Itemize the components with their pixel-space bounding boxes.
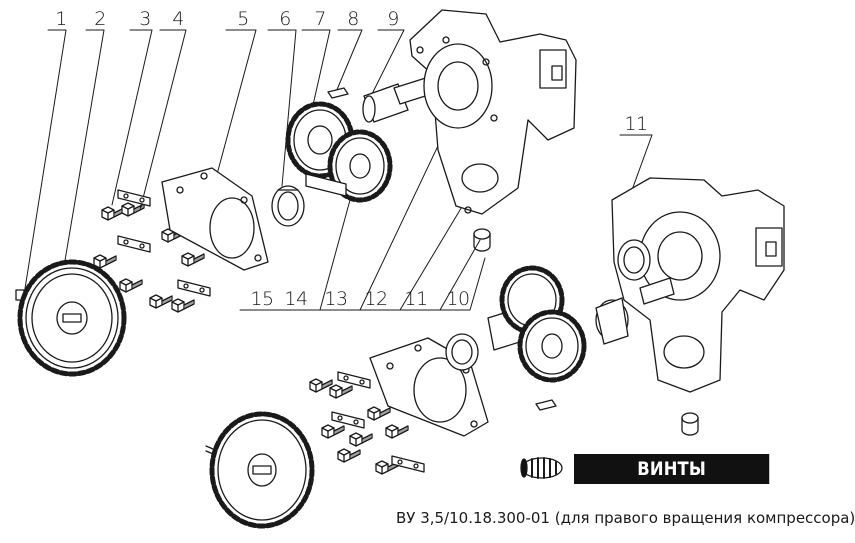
- callout-12: 12: [364, 288, 388, 310]
- leader-lines: [23, 29, 653, 311]
- upper-assembly: [15, 9, 577, 377]
- callout-6: 6: [279, 8, 291, 30]
- callout-3: 3: [139, 8, 151, 30]
- set-screws-badge: ВИНТЫ УСТАНОВОЧНЫЕ: [574, 454, 770, 510]
- callout-4: 4: [172, 8, 184, 30]
- set-screw-icon: [520, 457, 563, 479]
- callout-15: 15: [250, 288, 274, 310]
- callout-11-right: 11: [624, 113, 648, 135]
- lower-assembly: [205, 265, 587, 529]
- callout-13: 13: [324, 288, 348, 310]
- callout-8: 8: [347, 8, 359, 30]
- callout-7: 7: [314, 8, 326, 30]
- right-assembly: [595, 177, 785, 436]
- callout-10: 10: [446, 288, 470, 310]
- callout-11-lower: 11: [404, 288, 428, 310]
- caption: ВУ 3,5/10.18.300-01 (для правого вращени…: [396, 509, 855, 527]
- callout-1: 1: [55, 8, 67, 30]
- callout-9: 9: [387, 8, 399, 30]
- callout-14: 14: [284, 288, 308, 310]
- callout-5: 5: [237, 8, 249, 30]
- callout-2: 2: [94, 8, 106, 30]
